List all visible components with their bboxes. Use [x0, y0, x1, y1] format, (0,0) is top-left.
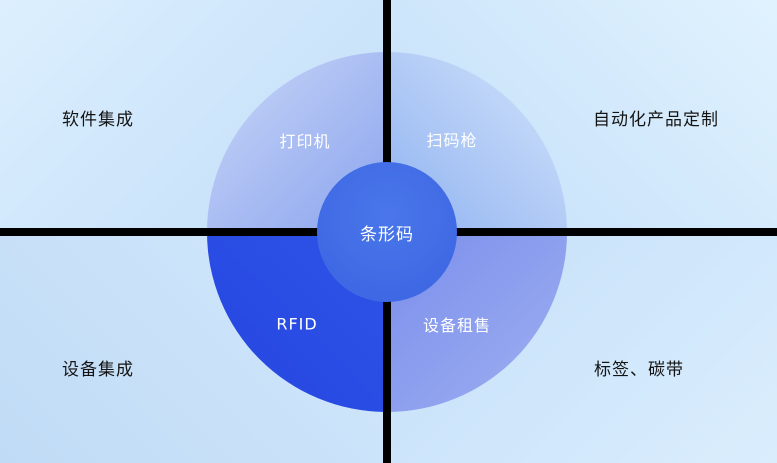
- corner-label-label-ribbon: 标签、碳带: [594, 360, 684, 380]
- segment-label-rfid: RFID: [276, 314, 318, 334]
- segment-label-printer: 打印机: [279, 132, 331, 151]
- segmented-circle: [207, 52, 567, 412]
- center-label: 条形码: [360, 224, 414, 245]
- segment-label-rental: 设备租售: [422, 316, 492, 335]
- corner-label-automation-customize: 自动化产品定制: [593, 110, 719, 130]
- center-circle: 条形码: [317, 162, 457, 302]
- corner-label-device-integration: 设备集成: [62, 360, 134, 380]
- segment-label-scanner: 扫码枪: [426, 131, 478, 150]
- corner-label-software-integration: 软件集成: [62, 110, 134, 130]
